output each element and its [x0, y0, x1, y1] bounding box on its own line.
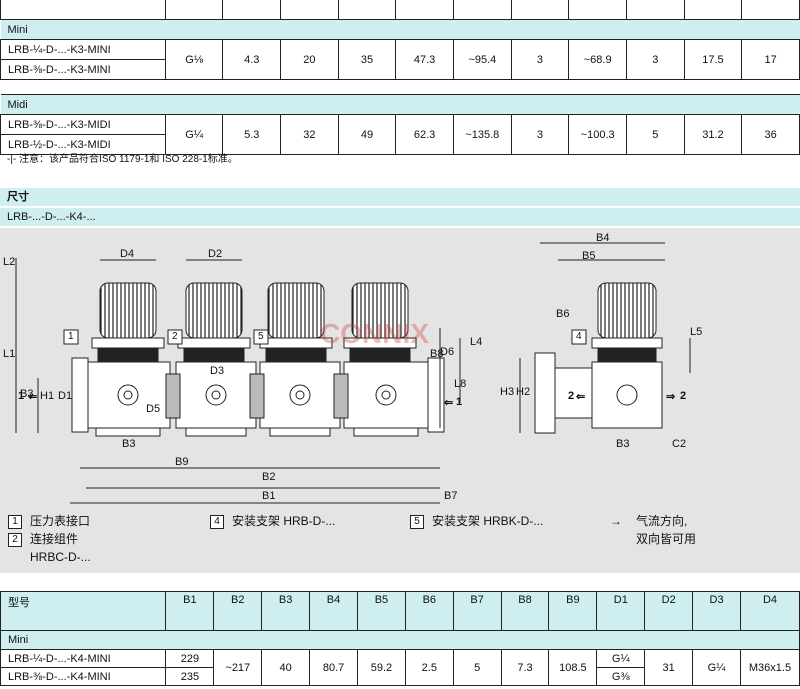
dim-label: B8	[430, 348, 444, 360]
dim-label: D2	[208, 248, 223, 260]
table-row: LRB-⅜-D-...-K3-MIDI G¼ 5.3 32 49 62.3 ~1…	[0, 114, 800, 155]
dim-label: L2	[3, 256, 16, 268]
regulator-knob	[99, 282, 409, 339]
table-row: LRB-¼-D-...-K4-MINI 229 ~217 40 80.7 59.…	[0, 649, 800, 686]
dim-label: B3	[122, 438, 136, 450]
dim-label: D4	[120, 248, 135, 260]
drawing-svg: CONNIX	[15, 242, 691, 504]
table-row: LRB-⅜-D-...-K4-MINI 235 G⅜	[0, 667, 800, 686]
flow-arrow-label: 1	[456, 396, 463, 408]
dim-label: B5	[582, 250, 596, 262]
dim-label: L4	[470, 336, 483, 348]
group-label-mini: Mini	[0, 630, 800, 650]
callout-1: 1	[68, 331, 74, 342]
dim-label: D5	[146, 403, 161, 415]
table-header: 型号 B1 B2 B3 B4 B5 B6 B7 B8 B9 D1 D2 D3 D…	[0, 591, 800, 631]
callout-4: 4	[576, 331, 582, 342]
dim-label: H1	[40, 390, 55, 402]
section-subtitle: LRB-...-D-...-K4-...	[0, 208, 800, 226]
dim-label: B6	[556, 308, 570, 320]
technical-drawing: CONNIX 1 2 5 4 D4 D2 D3 D5 D1 H1 B3 L1 L…	[0, 228, 800, 573]
table-row: LRB-⅜-D-...-K3-MINI	[0, 59, 800, 80]
dim-label: D3	[210, 365, 225, 377]
arrow-right-icon: →	[610, 514, 622, 528]
callout-2: 2	[172, 331, 178, 342]
legend-item: HRBC-D-...	[30, 550, 91, 564]
dim-label: H3	[500, 386, 515, 398]
section-title: 尺寸	[0, 188, 800, 206]
flow-arrow-label: 1	[18, 390, 25, 402]
spec-table: Mini LRB-¼-D-...-K3-MINI G⅛ 4.3 20 35 47…	[0, 0, 800, 155]
dim-label: L8	[454, 378, 467, 390]
standards-note: -|- 注意：该产品符合ISO 1179-1和 ISO 228-1标准。	[7, 154, 238, 165]
flow-arrow-icon: ⇐	[444, 397, 454, 409]
dim-label: H2	[516, 386, 531, 398]
table-row: LRB-¼-D-...-K3-MINI G⅛ 4.3 20 35 47.3 ~9…	[0, 39, 800, 80]
dimensions-table: 型号 B1 B2 B3 B4 B5 B6 B7 B8 B9 D1 D2 D3 D…	[0, 591, 800, 686]
legend-item: 双向皆可用	[636, 532, 697, 546]
group-label-midi: Midi	[0, 94, 800, 115]
dim-label: B3	[616, 438, 630, 450]
dim-label: L5	[690, 326, 703, 338]
group-label-mini: Mini	[0, 19, 800, 40]
legend-col-4: →气流方向, 双向皆可用	[610, 512, 696, 548]
callout-5: 5	[258, 331, 264, 342]
dim-label: L1	[3, 348, 16, 360]
dim-label: D6	[440, 346, 455, 358]
dim-label: C2	[672, 438, 687, 450]
table-row: LRB-½-D-...-K3-MIDI	[0, 134, 800, 155]
dim-label: B2	[262, 471, 276, 483]
flow-arrow-icon: ⇐	[576, 391, 586, 403]
dim-label: B1	[262, 490, 276, 502]
dim-label: D1	[58, 390, 73, 402]
dim-label: B7	[444, 490, 458, 502]
dim-label: B9	[175, 456, 189, 468]
flow-arrow-icon: ⇒	[666, 391, 676, 403]
legend-item: →气流方向,	[610, 514, 688, 528]
dim-label: B3	[20, 388, 34, 400]
watermark: CONNIX	[320, 318, 429, 349]
flow-arrow-label: 2	[680, 390, 687, 402]
dim-label: B4	[596, 232, 610, 244]
flow-arrow-icon: ⇐	[28, 391, 38, 403]
flow-arrow-label: 2	[568, 390, 575, 402]
